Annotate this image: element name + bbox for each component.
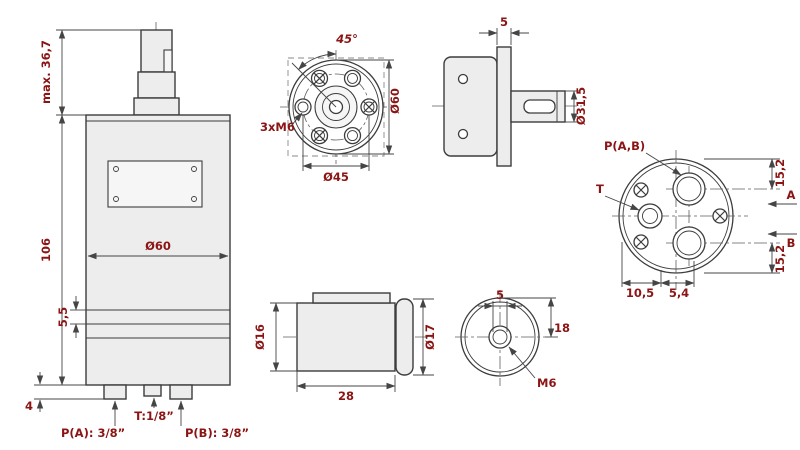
port-b-stub bbox=[169, 384, 193, 400]
keyway bbox=[523, 99, 556, 114]
label-port-b: P(B): 3/8” bbox=[185, 426, 249, 440]
flange-front-dimensions: 45° 3xM6 Ø60 Ø45 bbox=[260, 32, 402, 184]
bushing-flat bbox=[312, 292, 391, 304]
port-a-bore bbox=[672, 172, 706, 206]
dim-diameter-large: Ø17 bbox=[423, 324, 437, 350]
dim-bolt-angle: 45° bbox=[335, 32, 358, 46]
label-axis-a: A bbox=[787, 188, 796, 202]
bushing-body bbox=[296, 302, 396, 372]
dim-slot-width: 5 bbox=[496, 288, 504, 302]
nameplate bbox=[107, 160, 203, 208]
port-a-stub bbox=[103, 384, 127, 400]
dim-offset-left: 10,5 bbox=[626, 286, 654, 300]
view-flange-front: 45° 3xM6 Ø60 Ø45 bbox=[260, 32, 402, 184]
dim-groove-width: 5,5 bbox=[56, 307, 70, 327]
dim-shaft-height: max. 36,7 bbox=[39, 40, 53, 104]
port-stubs bbox=[103, 384, 193, 400]
shaft-key-flat bbox=[163, 49, 173, 75]
label-axis-b: B bbox=[787, 236, 796, 250]
dim-diameter-small: Ø16 bbox=[253, 324, 267, 350]
dim-pilot-diameter: Ø31,5 bbox=[574, 87, 588, 125]
bushing-side-dimensions: Ø16 Ø17 28 bbox=[253, 298, 437, 403]
label-bolt-spec: 3xM6 bbox=[260, 120, 295, 134]
flange-body bbox=[443, 56, 498, 157]
dim-flange-thickness: 5 bbox=[500, 15, 508, 29]
flange-side-dimensions: 5 Ø31,5 bbox=[479, 15, 588, 125]
view-motor-side: max. 36,7 106 5,5 4 Ø60 P(A): 3/8” T:1/8… bbox=[25, 22, 249, 440]
bushing-center-hole bbox=[488, 325, 512, 349]
output-shaft bbox=[133, 29, 180, 116]
bolt-holes bbox=[294, 69, 378, 145]
dim-length: 28 bbox=[338, 389, 354, 403]
dim-body-diameter: Ø60 bbox=[145, 239, 171, 253]
label-port-t: T:1/8” bbox=[134, 409, 174, 423]
dim-body-height: 106 bbox=[39, 238, 53, 262]
tank-port-bore bbox=[637, 203, 663, 229]
port-t-stub bbox=[143, 384, 162, 397]
mounting-holes bbox=[633, 182, 728, 250]
label-port-a: P(A): 3/8” bbox=[61, 426, 125, 440]
bushing-front-dimensions: 5 18 M6 bbox=[478, 288, 570, 390]
view-flange-side: 5 Ø31,5 bbox=[432, 15, 588, 167]
dim-offset-right: 5,4 bbox=[669, 286, 689, 300]
bushing-collar bbox=[395, 298, 414, 376]
motor-body bbox=[85, 114, 231, 386]
flange-plate bbox=[496, 46, 512, 167]
dim-radius-height: 18 bbox=[554, 321, 570, 335]
label-thread: M6 bbox=[537, 376, 556, 390]
view-bushing-side: Ø16 Ø17 28 bbox=[253, 292, 437, 403]
label-tank: T bbox=[596, 182, 604, 196]
dim-offset-top: 15,2 bbox=[773, 159, 787, 187]
port-face-dimensions: P(A,B) T 15,2 15,2 A B 10,5 5,4 bbox=[596, 139, 797, 300]
view-port-face: P(A,B) T 15,2 15,2 A B 10,5 5,4 bbox=[596, 139, 797, 300]
dim-bolt-circle-diameter: Ø45 bbox=[323, 170, 349, 184]
dim-offset-bottom: 15,2 bbox=[773, 245, 787, 273]
motor-side-dimensions: max. 36,7 106 5,5 4 Ø60 P(A): 3/8” T:1/8… bbox=[25, 29, 249, 440]
dim-port-stub: 4 bbox=[25, 399, 33, 413]
shaft-side bbox=[510, 90, 566, 123]
view-bushing-front: 5 18 M6 bbox=[455, 288, 570, 390]
dim-flange-outer-diameter: Ø60 bbox=[388, 88, 402, 114]
port-b-bore bbox=[672, 226, 706, 260]
label-ports: P(A,B) bbox=[604, 139, 645, 153]
